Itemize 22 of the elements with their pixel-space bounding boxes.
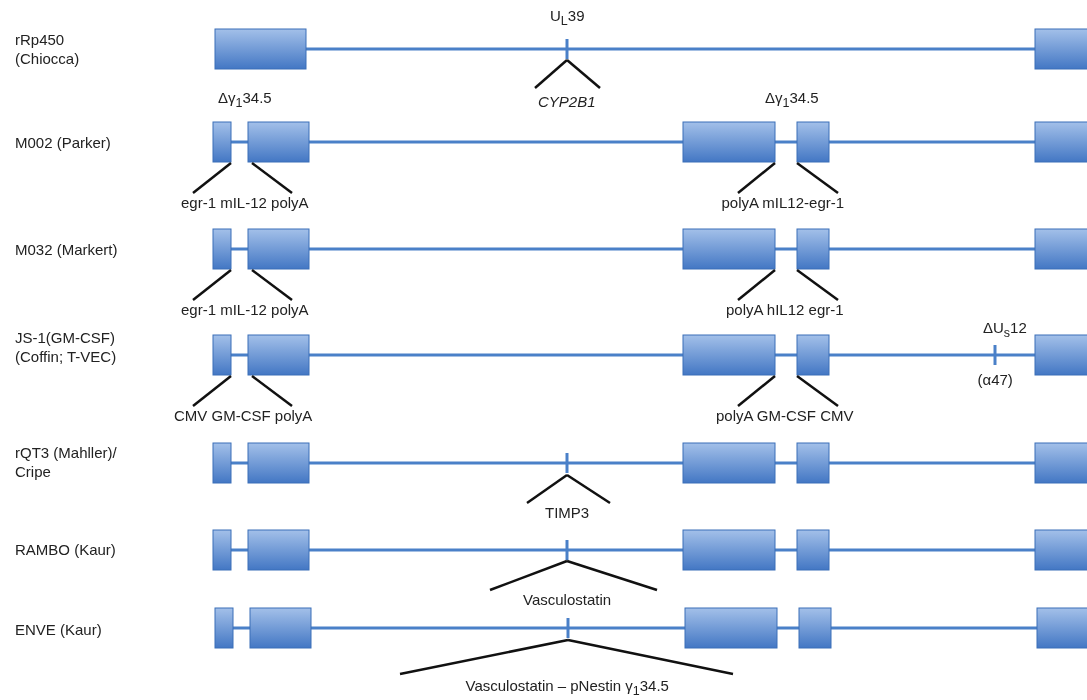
virus-name: rQT3 (Mahller)/ Cripe xyxy=(15,443,118,481)
transgene-label: egr-1 mIL-12 polyA xyxy=(181,300,309,319)
transgene-label: CMV GM-CSF polyA xyxy=(174,406,313,425)
transgene-label: polyA GM-CSF CMV xyxy=(716,406,854,425)
virus-name: M002 (Parker) xyxy=(15,133,111,152)
transgene-label: polyA hIL12 egr-1 xyxy=(726,300,844,319)
virus-name: ENVE (Kaur) xyxy=(15,620,102,639)
virus-name: RAMBO (Kaur) xyxy=(15,540,116,559)
virus-name: M032 (Markert) xyxy=(15,240,118,259)
transgene-label: TIMP3 xyxy=(545,503,590,522)
gene-label: (α47) xyxy=(977,370,1013,389)
deletion-label: ΔU$_{s}$12 xyxy=(983,318,1027,342)
transgene-label: polyA mIL12-egr-1 xyxy=(721,193,845,212)
transgene-label: egr-1 mIL-12 polyA xyxy=(181,193,309,212)
transgene-label: Vasculostatin xyxy=(523,590,612,609)
transgene-label: Vasculostatin – pNestin γ$_{1}$34.5 xyxy=(465,676,669,700)
virus-name: rRp450 (Chiocca) xyxy=(15,30,81,68)
insertion-site-label: U$_{L}$39 xyxy=(550,6,585,30)
virus-name: JS-1(GM-CSF) (Coffin; T-VEC) xyxy=(15,328,118,366)
transgene-label: CYP2B1 xyxy=(538,92,596,111)
deletion-label: Δγ$_{1}$34.5 xyxy=(218,88,272,112)
deletion-label: Δγ$_{1}$34.5 xyxy=(765,88,819,112)
